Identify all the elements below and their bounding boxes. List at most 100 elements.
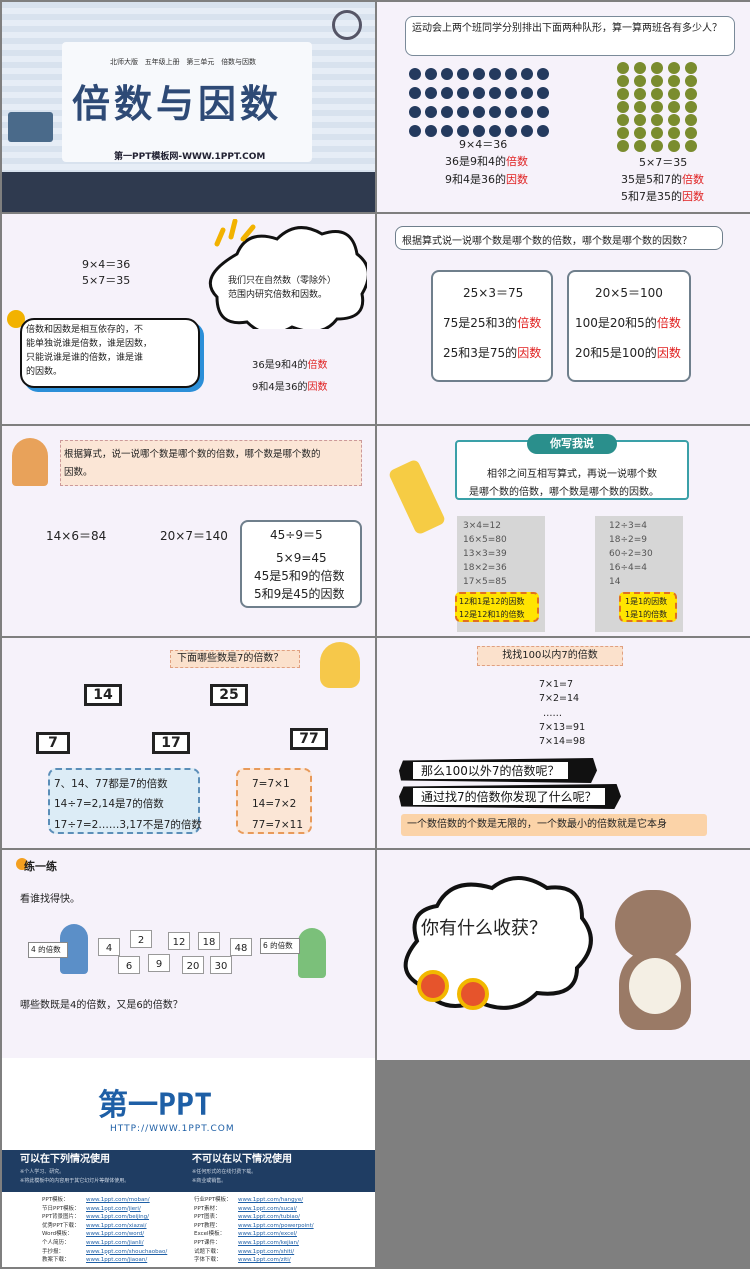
slide-1[interactable]: 北师大版 五年级上册 第三单元 倍数与因数 倍数与因数 第一PPT模板网-WWW… [2,2,375,212]
bullet-icon [16,858,28,870]
dot [668,140,680,152]
dot [617,62,629,74]
slide-5[interactable]: 根据算式，说一说哪个数是哪个数的倍数，哪个数是哪个数的因数。 14×6＝84 2… [2,426,375,636]
link-url[interactable]: www.1ppt.com/jianli/ [86,1239,144,1246]
dot [505,125,517,137]
dot [617,127,629,139]
link-url[interactable]: www.1ppt.com/jieri/ [86,1205,141,1212]
link-url[interactable]: www.1ppt.com/powerpoint/ [238,1222,314,1229]
note-bubble [20,318,200,388]
eq-2: 5×7＝35 [82,274,131,287]
slide-2[interactable]: 运动会上两个班同学分别排出下面两种队形，算一算两班各有多少人？ 9×4＝36 3… [377,2,750,212]
link-row: 优秀PPT下载：www.1ppt.com/xiazai/ [42,1222,167,1231]
dot [634,114,646,126]
title-box: 找找100以内7的倍数 [477,646,623,666]
usage-band [2,1150,375,1192]
question-box: 下面哪些数是7的倍数？ [170,650,300,668]
link-url[interactable]: www.1ppt.com/sucai/ [238,1205,297,1212]
slide-10[interactable]: 你有什么收获？ [377,850,750,1060]
dot [425,125,437,137]
text-left-2: 9和4是36的因数 [445,173,528,186]
number-card[interactable]: 18 [198,932,220,950]
slide-3[interactable]: 9×4＝36 5×7＝35 我们只在自然数（零除外）范围内研究倍数和因数。 倍数… [2,214,375,424]
link-url[interactable]: www.1ppt.com/jiaoan/ [86,1257,148,1264]
flower-icon [417,970,449,1002]
number-box: 77 [290,728,328,750]
link-label: PPT图表： [194,1214,221,1221]
handwritten-line: 18×2=36 [463,562,507,573]
text-b2: 9和4是36的因数 [252,382,328,393]
girl-avatar-icon [320,642,360,688]
link-url[interactable]: www.1ppt.com/beijing/ [86,1214,150,1221]
link-url[interactable]: www.1ppt.com/kejian/ [238,1239,299,1246]
dot [473,125,485,137]
link-label: Excel模板： [194,1231,226,1238]
right-eq: 20×5＝100 [595,286,663,300]
link-row: PPT素材：www.1ppt.com/sucai/ [194,1205,314,1214]
box-line-1: 45÷9＝5 [270,528,323,542]
link-url[interactable]: www.1ppt.com/tubiao/ [238,1214,300,1221]
dot [441,125,453,137]
dot [651,127,663,139]
text-right-1: 35是5和7的倍数 [621,173,704,186]
left-line-1: 75是25和3的倍数 [443,316,542,330]
eq-left: 9×4＝36 [459,138,508,151]
number-card[interactable]: 12 [168,932,190,950]
right-line-1: 100是20和5的倍数 [575,316,681,330]
link-url[interactable]: www.1ppt.com/word/ [86,1231,145,1238]
prompt-box: 运动会上两个班同学分别排出下面两种队形，算一算两班各有多少人？ [405,16,735,56]
dot [651,114,663,126]
text-b1: 36是9和4的倍数 [252,360,328,371]
dot [685,75,697,87]
dot [537,125,549,137]
dot [521,87,533,99]
dot [473,106,485,118]
number-card[interactable]: 9 [148,954,170,972]
link-url[interactable]: www.1ppt.com/shouchaobao/ [86,1248,168,1255]
dot [651,62,663,74]
link-row: 字体下载：www.1ppt.com/ziti/ [194,1256,314,1265]
dot [521,68,533,80]
link-row: Word模板：www.1ppt.com/word/ [42,1230,167,1239]
dot [409,125,421,137]
number-card[interactable]: 20 [182,956,204,974]
slide-4[interactable]: 根据算式说一说哪个数是哪个数的倍数，哪个数是哪个数的因数？ 25×3＝75 75… [377,214,750,424]
label-4: 4 的倍数 [28,942,68,958]
prompt-text: 根据算式，说一说哪个数是哪个数的倍数，哪个数是哪个数的因数。 [64,449,321,478]
left-eq: 25×3＝75 [463,286,524,300]
question: 哪些数既是4的倍数，又是6的倍数？ [20,1000,183,1011]
number-card[interactable]: 48 [230,938,252,956]
left-line-2: 25和3是75的因数 [443,346,542,360]
slide-6[interactable]: 你写我说 相邻之间互相写算式，再说一说哪个数是哪个数的倍数，哪个数是哪个数的因数… [377,426,750,636]
number-card[interactable]: 30 [210,956,232,974]
number-card[interactable]: 6 [118,956,140,974]
link-url[interactable]: www.1ppt.com/moban/ [86,1197,150,1203]
link-url[interactable]: www.1ppt.com/shiti/ [238,1248,295,1255]
link-url[interactable]: www.1ppt.com/hangye/ [238,1197,304,1203]
link-row: PPT模板：www.1ppt.com/moban/ [42,1196,167,1205]
books-icon [8,112,53,142]
link-label: 教案下载： [42,1257,70,1264]
dot [634,88,646,100]
dot [441,87,453,99]
link-url[interactable]: www.1ppt.com/ziti/ [238,1257,291,1264]
dot [441,68,453,80]
conclusion-box: 一个数倍数的个数是无限的，一个数最小的倍数就是它本身 [401,814,707,836]
dot [489,106,501,118]
slide-11[interactable]: 第一PPT HTTP://WWW.1PPT.COM 可以在下列情况使用 ※个人学… [2,1058,375,1267]
dot [457,87,469,99]
link-url[interactable]: www.1ppt.com/excel/ [238,1231,297,1238]
number-card[interactable]: 2 [130,930,152,948]
dot [634,62,646,74]
eq-2: 20×7＝140 [160,529,228,543]
link-row: 手抄报：www.1ppt.com/shouchaobao/ [42,1248,167,1257]
link-row: Excel模板： www.1ppt.com/excel/ [194,1230,314,1239]
link-url[interactable]: www.1ppt.com/xiazai/ [86,1222,147,1229]
number-card[interactable]: 4 [98,938,120,956]
dot [537,106,549,118]
